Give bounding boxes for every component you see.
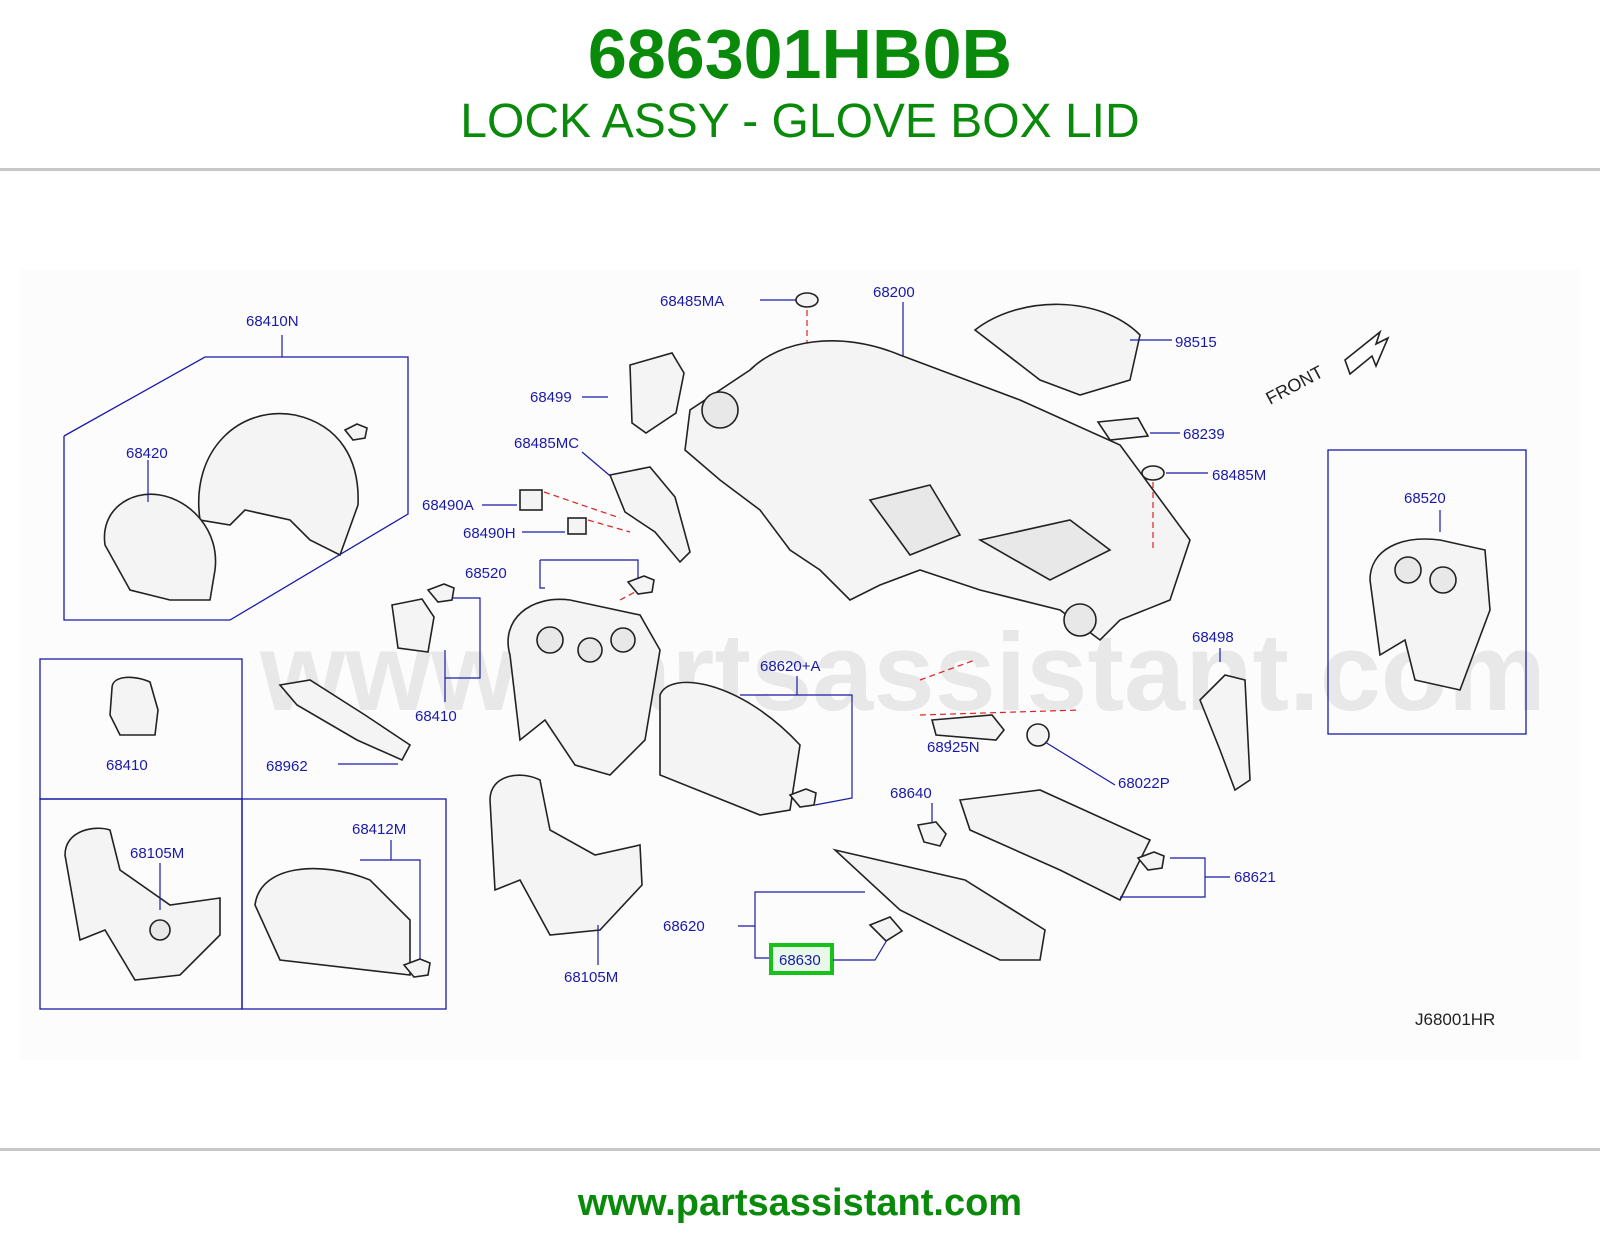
- clip-part: [788, 788, 817, 808]
- grommet-part: [1141, 465, 1165, 481]
- callout-68640[interactable]: 68640: [890, 785, 932, 802]
- lower-cover-part: [489, 774, 643, 936]
- callout-68239[interactable]: 68239: [1183, 426, 1225, 443]
- vent-part: [536, 626, 564, 654]
- glove-box-assy-part: [659, 681, 801, 816]
- lid-cover-part: [254, 867, 411, 976]
- side-cover-part: [1199, 674, 1251, 792]
- footer-divider: [0, 1148, 1600, 1151]
- callout-68620A[interactable]: 68620+A: [760, 658, 820, 675]
- speaker-cover-part: [973, 303, 1141, 396]
- group-box-68520: [1327, 449, 1527, 735]
- instrument-panel-part: [684, 340, 1191, 642]
- header-divider: [0, 168, 1600, 171]
- callout-68490H[interactable]: 68490H: [463, 525, 516, 542]
- callout-98515[interactable]: 98515: [1175, 334, 1217, 351]
- lock-assy-part: [868, 916, 904, 943]
- side-finisher-part: [629, 352, 685, 434]
- clip-part: [626, 575, 655, 595]
- pad-part: [1096, 417, 1150, 441]
- callout-68420[interactable]: 68420: [126, 445, 168, 462]
- callout-68410N[interactable]: 68410N: [246, 313, 299, 330]
- vent-part: [701, 391, 739, 429]
- callout-68410-box[interactable]: 68410: [106, 757, 148, 774]
- grommet-part: [795, 292, 819, 308]
- vent-part: [1429, 566, 1457, 594]
- callout-68490A[interactable]: 68490A: [422, 497, 474, 514]
- callout-68498[interactable]: 68498: [1192, 629, 1234, 646]
- callout-68485MA[interactable]: 68485MA: [660, 293, 724, 310]
- callout-68520-right[interactable]: 68520: [1404, 490, 1446, 507]
- group-box-68412M: [241, 798, 447, 1010]
- clip-part: [426, 583, 455, 603]
- glove-box-lid-part: [832, 848, 1046, 961]
- callout-68105M-mid[interactable]: 68105M: [564, 969, 618, 986]
- part-description: LOCK ASSY - GLOVE BOX LID: [460, 95, 1140, 148]
- vent-part: [1063, 603, 1097, 637]
- glove-box-housing-part: [958, 789, 1152, 902]
- clip-part: [343, 423, 368, 441]
- callout-68022P[interactable]: 68022P: [1118, 775, 1170, 792]
- cluster-hood-part: [197, 412, 359, 557]
- panel-opening-part: [977, 519, 1112, 581]
- callout-68410-mid[interactable]: 68410: [415, 708, 457, 725]
- footer-website-link[interactable]: www.partsassistant.com: [577, 1182, 1023, 1224]
- callout-68621[interactable]: 68621: [1234, 869, 1276, 886]
- clip-part: [402, 958, 431, 978]
- callout-68412M[interactable]: 68412M: [352, 821, 406, 838]
- reference-code: J68001HR: [1415, 1010, 1495, 1029]
- page-header: 686301HB0B LOCK ASSY - GLOVE BOX LID: [0, 0, 1600, 168]
- center-cluster-part: [507, 598, 661, 776]
- highlight-box-68630: [769, 943, 834, 975]
- panel-opening-part: [868, 484, 962, 556]
- callout-68485MC[interactable]: 68485MC: [514, 435, 579, 452]
- callout-68520-left[interactable]: 68520: [465, 565, 507, 582]
- bracket-part: [930, 714, 1006, 741]
- callout-68499[interactable]: 68499: [530, 389, 572, 406]
- bracket-part: [608, 466, 691, 564]
- callout-68200[interactable]: 68200: [873, 284, 915, 301]
- callout-68925N[interactable]: 68925N: [927, 739, 980, 756]
- lower-cover-part: [64, 827, 221, 981]
- callout-68620[interactable]: 68620: [663, 918, 705, 935]
- switch-part: [567, 517, 587, 535]
- part-number-title: 686301HB0B: [587, 15, 1013, 93]
- latch-part: [916, 821, 947, 847]
- callout-68630[interactable]: 68630: [779, 952, 821, 969]
- callout-68105M-box[interactable]: 68105M: [130, 845, 184, 862]
- vent-part: [1394, 556, 1422, 584]
- switch-part: [519, 489, 543, 511]
- parts-diagram-svg: www.partsassistant.com 68410N 68420 6848…: [39, 284, 1546, 1029]
- callout-68485M[interactable]: 68485M: [1212, 467, 1266, 484]
- vent-part: [149, 919, 171, 941]
- panel-strip-part: [278, 679, 412, 762]
- front-arrow-icon: [1344, 329, 1390, 376]
- front-label: FRONT: [1262, 362, 1326, 409]
- group-box-68410N: [63, 356, 409, 621]
- bracket-part: [109, 676, 159, 736]
- clip-part: [1136, 851, 1165, 871]
- cluster-bezel-part: [103, 493, 217, 601]
- bracket-part: [391, 598, 435, 653]
- vent-part: [610, 627, 636, 653]
- watermark-text: www.partsassistant.com: [259, 611, 1546, 734]
- parts-diagram: www.partsassistant.com 68410N 68420 6848…: [20, 270, 1580, 1060]
- callout-68962[interactable]: 68962: [266, 758, 308, 775]
- clip-part: [1026, 723, 1050, 747]
- vent-part: [577, 637, 603, 663]
